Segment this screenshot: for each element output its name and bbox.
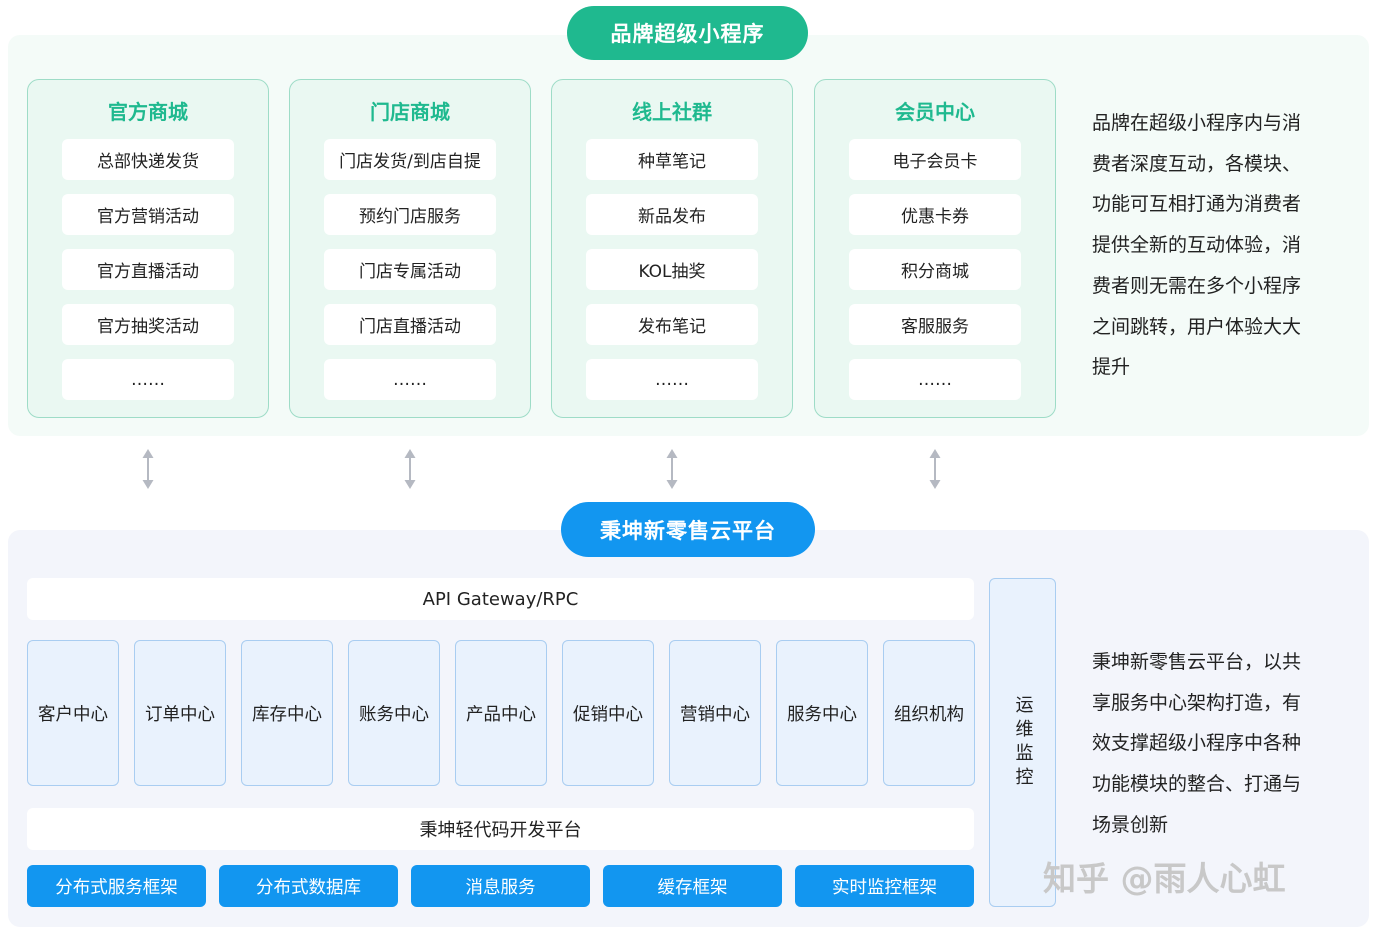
module-title: 门店商城 [370,100,450,124]
api-gateway-bar: API Gateway/RPC [27,578,974,620]
description-line: 享服务中心架构打造，有 [1092,691,1302,714]
cloud-platform-description: 秉坤新零售云平台，以共 享服务中心架构打造，有 效支撑超级小程序中各种 功能模块… [1092,642,1342,846]
module-item: 发布笔记 [586,304,758,345]
ops-monitoring-label: 运维监控 [1012,694,1034,791]
service-center: 账务中心 [348,640,440,786]
module-item: 预约门店服务 [324,194,496,235]
module-item: 新品发布 [586,194,758,235]
module-item: 官方抽奖活动 [62,304,234,345]
module-item: 官方直播活动 [62,249,234,290]
module-title: 会员中心 [895,100,975,124]
module-item: 客服服务 [849,304,1021,345]
service-center: 促销中心 [562,640,654,786]
module-item: 门店专属活动 [324,249,496,290]
infra-component: 消息服务 [411,865,590,907]
module-official-mall: 官方商城 总部快递发货 官方营销活动 官方直播活动 官方抽奖活动 …… [27,79,269,418]
service-center: 客户中心 [27,640,119,786]
description-line: 提供全新的互动体验，消 [1092,234,1302,257]
service-center: 产品中心 [455,640,547,786]
module-title: 线上社群 [632,100,712,124]
description-line: 之间跳转，用户体验大大 [1092,315,1302,338]
description-line: 功能模块的整合、打通与 [1092,773,1302,796]
service-center: 订单中心 [134,640,226,786]
watermark: 知乎 @雨人心虹 [1043,859,1286,898]
module-item: 电子会员卡 [849,139,1021,180]
module-item: 种草笔记 [586,139,758,180]
module-item: 优惠卡券 [849,194,1021,235]
module-item: 总部快递发货 [62,139,234,180]
mini-program-title: 品牌超级小程序 [567,6,808,60]
module-item-more: …… [849,359,1021,400]
module-item: 门店发货/到店自提 [324,139,496,180]
module-item: 门店直播活动 [324,304,496,345]
module-item-more: …… [324,359,496,400]
description-line: 品牌在超级小程序内与消 [1092,112,1302,134]
service-center: 营销中心 [669,640,761,786]
description-line: 效支撑超级小程序中各种 [1092,732,1302,755]
module-member-center: 会员中心 电子会员卡 优惠卡券 积分商城 客服服务 …… [814,79,1056,418]
module-item: 积分商城 [849,249,1021,290]
description-line: 费者则无需在多个小程序 [1092,274,1302,297]
module-item-more: …… [586,359,758,400]
module-title: 官方商城 [108,100,188,124]
description-line: 场景创新 [1092,813,1169,836]
lowcode-platform-bar: 秉坤轻代码开发平台 [27,808,974,850]
description-line: 提升 [1092,356,1131,379]
module-store-mall: 门店商城 门店发货/到店自提 预约门店服务 门店专属活动 门店直播活动 …… [289,79,531,418]
module-item: 官方营销活动 [62,194,234,235]
module-item-more: …… [62,359,234,400]
infra-component: 缓存框架 [603,865,782,907]
module-online-community: 线上社群 种草笔记 新品发布 KOL抽奖 发布笔记 …… [551,79,793,418]
mini-program-description: 品牌在超级小程序内与消 费者深度互动，各模块、 功能可互相打通为消费者 提供全新… [1092,103,1342,388]
infra-component: 实时监控框架 [795,865,974,907]
bidirectional-arrow-icon [404,449,416,489]
bidirectional-arrow-icon [142,449,154,489]
infra-component: 分布式服务框架 [27,865,206,907]
bidirectional-arrow-icon [666,449,678,489]
service-center: 库存中心 [241,640,333,786]
ops-monitoring-column: 运维监控 [989,578,1056,907]
module-item: KOL抽奖 [586,249,758,290]
cloud-platform-title: 秉坤新零售云平台 [561,502,815,557]
description-line: 功能可互相打通为消费者 [1092,193,1302,216]
bidirectional-arrow-icon [929,449,941,489]
description-line: 秉坤新零售云平台，以共 [1092,651,1302,673]
infra-component: 分布式数据库 [219,865,398,907]
service-center: 服务中心 [776,640,868,786]
description-line: 费者深度互动，各模块、 [1092,152,1302,175]
service-center: 组织机构 [883,640,975,786]
